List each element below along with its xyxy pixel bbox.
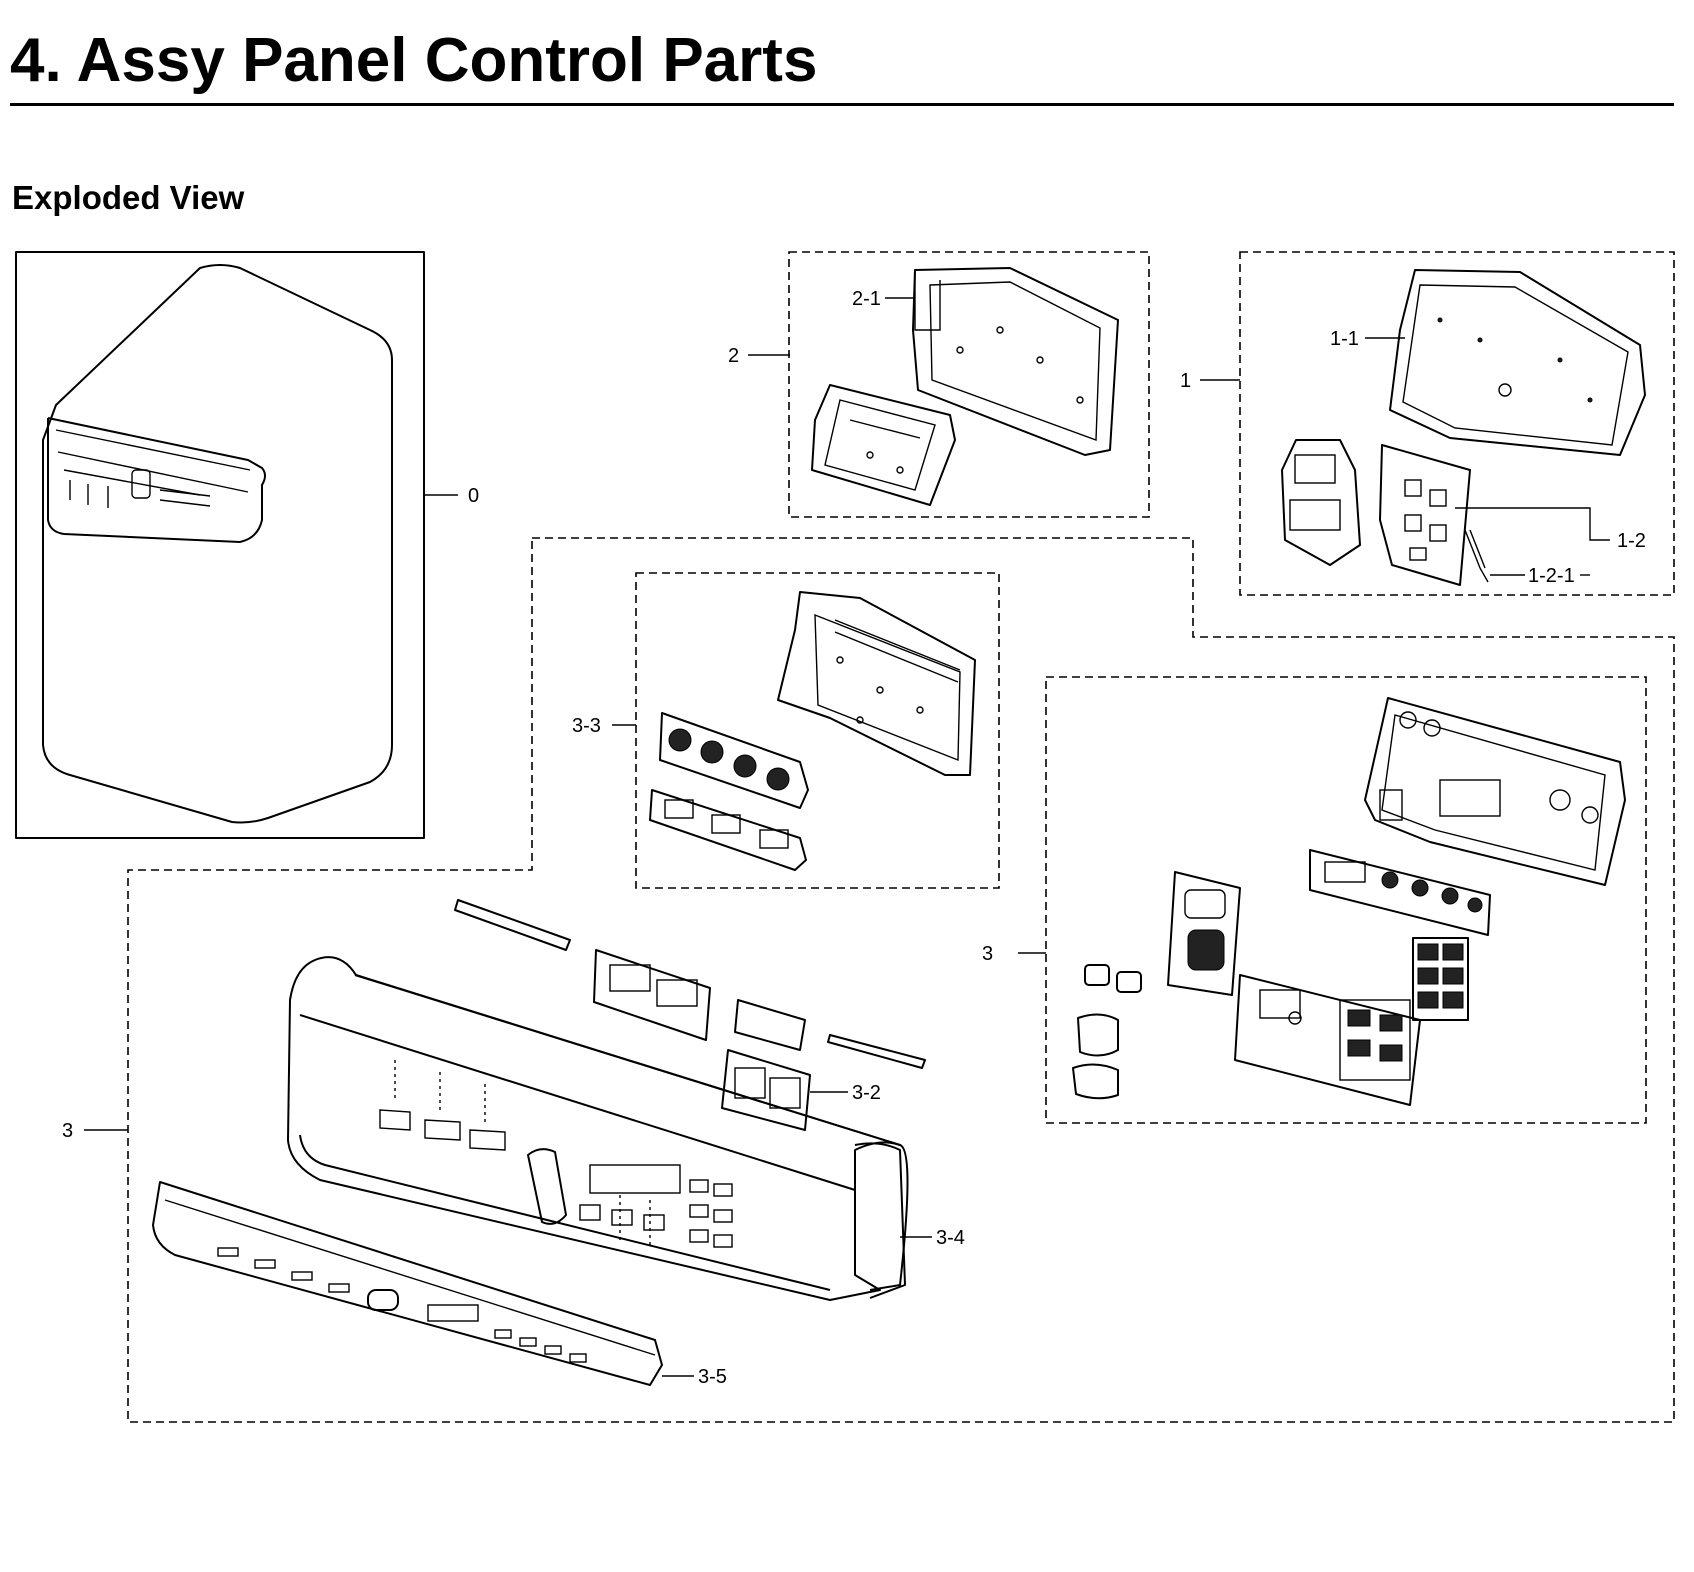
part-3-1-sub-pcb — [1234, 974, 1421, 1106]
part-3-clip — [734, 999, 806, 1051]
callout-1-2-1: 1-2-1 — [1490, 565, 1590, 587]
callout-1: 1 — [1180, 370, 1240, 392]
part-3-strip — [827, 1034, 926, 1069]
callout-1-1-label: 1-1 — [1330, 328, 1359, 350]
callout-3-2: 3-2 — [810, 1082, 881, 1104]
part-0-washer-cabinet — [15, 251, 425, 839]
section-title: Exploded View — [12, 179, 245, 216]
callout-0-label: 0 — [468, 485, 479, 507]
group-2-outline — [788, 251, 1150, 518]
part-2-1-pcb-bracket — [912, 267, 1119, 456]
callout-1-2-label: 1-2 — [1617, 530, 1646, 552]
callout-3-4: 3-4 — [900, 1227, 965, 1249]
callout-2-1: 2-1 — [852, 288, 915, 310]
callout-0: 0 — [424, 485, 479, 507]
group-3-3-outline — [635, 572, 1000, 889]
part-3-3-button-holder — [649, 789, 807, 871]
callout-1-2: 1-2 — [1455, 507, 1646, 552]
callout-3-1: 3 — [982, 943, 1046, 965]
callout-3-1-label: 3 — [982, 943, 993, 965]
title-underline — [10, 103, 1674, 106]
callout-2-1-label: 2-1 — [852, 288, 881, 310]
callout-3-3-label: 3-3 — [572, 715, 601, 737]
part-3-1-button-set — [1412, 937, 1469, 1021]
page-title: 4. Assy Panel Control Parts — [10, 26, 818, 95]
callout-2-label: 2 — [728, 345, 739, 367]
callout-1-label: 1 — [1180, 370, 1191, 392]
group-3-outline — [127, 537, 1675, 1423]
group-3-1-outline — [1045, 676, 1647, 1124]
part-3-light-bar — [454, 899, 571, 951]
part-1-pcb-small — [1281, 439, 1361, 566]
callout-2: 2 — [728, 345, 790, 367]
part-3-1-display-board — [1309, 849, 1491, 936]
callout-3: 3 — [62, 1120, 128, 1142]
part-3-4-panel-housing — [287, 956, 909, 1301]
callout-3-4-label: 3-4 — [936, 1227, 965, 1249]
part-3-5-decor-panel — [152, 1181, 663, 1386]
part-3-1-main-pcb — [1364, 697, 1626, 886]
callout-1-2-1-label: 1-2-1 — [1528, 565, 1575, 587]
part-3-frame — [593, 949, 711, 1041]
part-1-2-relay-board — [1379, 444, 1471, 586]
part-3-2-holder — [721, 1049, 811, 1131]
part-3-1-knob-lens — [1167, 871, 1241, 996]
part-3-3-knob-housing — [659, 712, 809, 809]
part-1-2-1-wire — [1464, 529, 1489, 583]
part-1-1-pcb-bracket — [1389, 269, 1646, 456]
part-3-3-pcb-bracket — [777, 591, 976, 776]
callout-1-1: 1-1 — [1330, 328, 1405, 350]
callout-3-5: 3-5 — [662, 1366, 727, 1388]
callout-3-label: 3 — [62, 1120, 73, 1142]
callout-3-5-label: 3-5 — [698, 1366, 727, 1388]
callout-3-3: 3-3 — [572, 715, 636, 737]
part-2-pcb — [811, 384, 956, 506]
part-3-1-buttons — [1072, 964, 1142, 1100]
group-1-outline — [1239, 251, 1675, 596]
callout-3-2-label: 3-2 — [852, 1082, 881, 1104]
